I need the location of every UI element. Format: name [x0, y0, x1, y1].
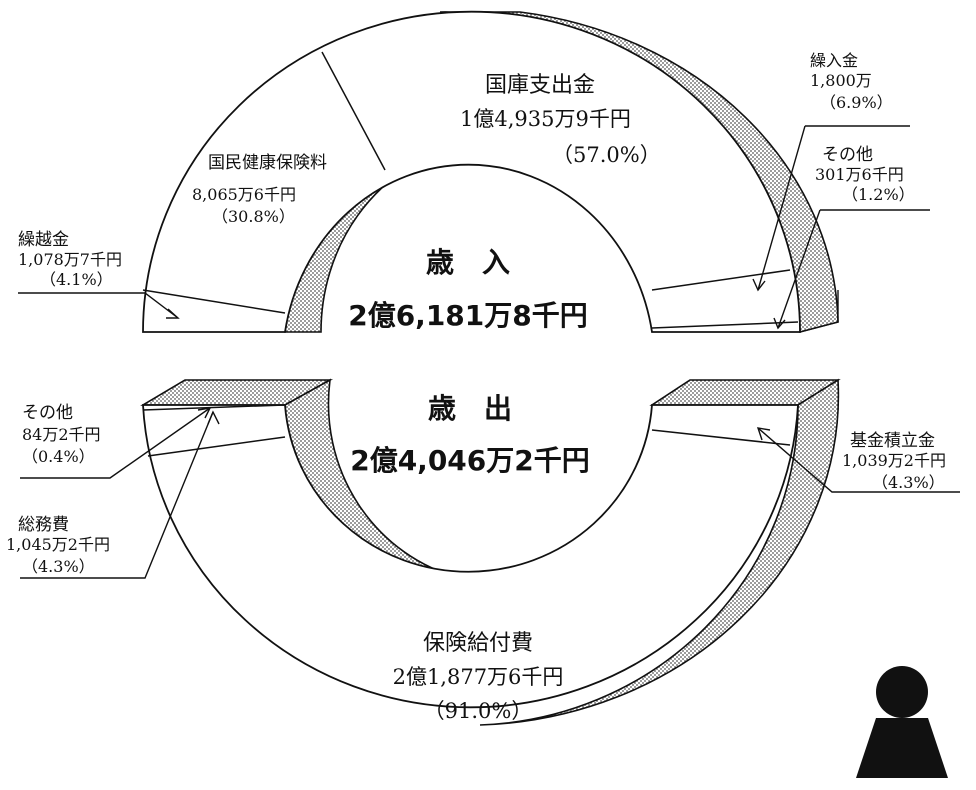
slice-label-hokenryo: 国民健康保険料 — [208, 153, 327, 173]
leader-line-sonota-rev — [777, 209, 930, 329]
slice-pct-sonota-rev: （1.2%） — [842, 185, 915, 204]
slice-label-sonota-rev: その他 — [822, 145, 873, 165]
arrowhead — [197, 407, 212, 419]
expenditure-outer-wall — [479, 378, 840, 726]
revenue-slice-divider — [142, 289, 286, 314]
arrowhead — [207, 410, 220, 425]
revenue-title: 歳 入 — [426, 246, 510, 279]
slice-label-kikin: 基金積立金 — [850, 431, 935, 451]
slice-amount-sonota-rev: 301万6千円 — [815, 165, 904, 184]
slice-amount-kikin: 1,039万2千円 — [842, 451, 946, 470]
slice-label-hoken-kyufu: 保険給付費 — [423, 631, 533, 656]
leader-line-kurikoshi — [18, 292, 179, 319]
slice-pct-kokko: （57.0%） — [552, 143, 661, 167]
revenue-slice-divider — [651, 321, 799, 329]
slice-label-sonota-exp: その他 — [22, 403, 73, 423]
revenue-chart: 繰越金 1,078万7千円 （4.1%） 国民健康保険料 8,065万6千円 （… — [18, 10, 930, 334]
person-silhouette-icon — [856, 666, 948, 778]
slice-pct-sonota-exp: （0.4%） — [22, 447, 95, 466]
slice-label-kurikoshi: 繰越金 — [18, 230, 69, 250]
leader-line-sonota-exp — [20, 407, 211, 479]
slice-label-kokko: 国庫支出金 — [485, 73, 595, 98]
slice-pct-kurire: （6.9%） — [820, 93, 893, 112]
slice-label-somu: 総務費 — [18, 515, 69, 535]
leader-line-kikin — [757, 427, 960, 493]
slice-amount-kokko: 1億4,935万9千円 — [460, 107, 631, 131]
slice-amount-kurire: 1,800万 — [810, 71, 872, 90]
expenditure-total: 2億4,046万2千円 — [350, 444, 590, 477]
slice-pct-somu: （4.3%） — [22, 557, 95, 576]
arrowhead — [773, 317, 786, 330]
revenue-slice-divider — [651, 269, 791, 291]
revenue-right-edge — [799, 290, 839, 333]
revenue-ring-face — [142, 10, 801, 333]
slice-pct-kikin: （4.3%） — [872, 473, 945, 492]
expenditure-slice-divider — [147, 436, 286, 457]
slice-pct-hokenryo: （30.8%） — [212, 207, 295, 226]
slice-amount-hokenryo: 8,065万6千円 — [192, 185, 296, 204]
arrowhead — [166, 308, 180, 319]
expenditure-slice-divider — [651, 429, 791, 446]
expenditure-chart: その他 84万2千円 （0.4%） 総務費 1,045万2千円 （4.3%） 保… — [6, 378, 960, 726]
revenue-total: 2億6,181万8千円 — [348, 299, 588, 332]
expenditure-ring-face — [142, 404, 799, 709]
slice-pct-hoken-kyufu: （91.0%） — [424, 699, 533, 723]
slice-amount-hoken-kyufu: 2億1,877万6千円 — [393, 665, 564, 689]
arrowhead — [756, 427, 771, 441]
slice-amount-sonota-exp: 84万2千円 — [22, 425, 101, 444]
leader-line-kurire — [757, 125, 910, 291]
slice-pct-kurikoshi: （4.1%） — [40, 270, 113, 289]
expenditure-slice-divider — [142, 404, 286, 411]
slice-amount-somu: 1,045万2千円 — [6, 535, 110, 554]
revenue-slice-divider — [321, 51, 386, 171]
slice-amount-kurikoshi: 1,078万7千円 — [18, 250, 122, 269]
leader-line-somu — [20, 411, 214, 579]
slice-label-kurire: 繰入金 — [810, 51, 858, 70]
arrowhead — [752, 278, 766, 292]
expenditure-title: 歳 出 — [428, 392, 512, 425]
